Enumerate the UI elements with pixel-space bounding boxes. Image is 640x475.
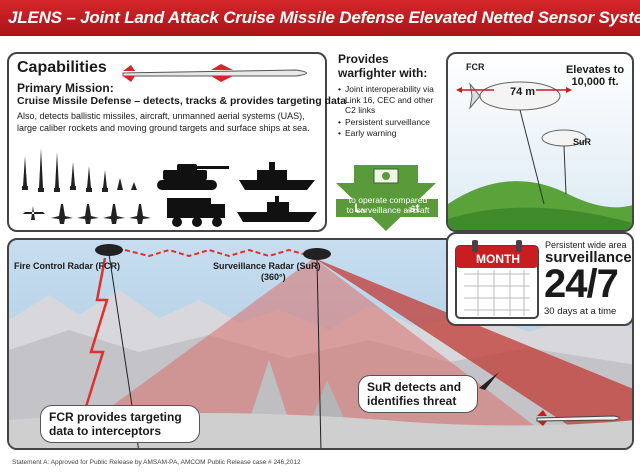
surveillance-card: MONTH Persistent wide area surveillance … (446, 232, 634, 326)
aerostat-illustration (448, 81, 632, 230)
days-text: 30 days at a time (544, 306, 617, 317)
aerostat-fcr-label: FCR (466, 62, 485, 72)
page-title: JLENS – Joint Land Attack Cruise Missile… (0, 0, 640, 36)
primary-mission-heading: Primary Mission: (17, 81, 114, 95)
threat-silhouettes (22, 148, 317, 227)
list-item: Joint interoperability via Link 16, CEC … (338, 84, 438, 116)
sur-label: Surveillance Radar (SuR) (213, 261, 321, 271)
release-statement: Statement A: Approved for Public Release… (12, 459, 301, 466)
calendar-icon (455, 240, 539, 319)
ship-icon (239, 162, 315, 190)
fcr-label: Fire Control Radar (FCR) (14, 261, 121, 271)
capabilities-description: Also, detects ballistic missiles, aircra… (17, 111, 310, 133)
cost-arrow-icon (336, 165, 436, 231)
aircraft-icons (23, 204, 151, 224)
list-item: Persistent surveillance (338, 117, 438, 128)
sur-aerostat-icon (303, 248, 331, 260)
persistent-text: Persistent wide area (545, 240, 627, 250)
list-item: Early warning (338, 128, 438, 139)
lower-cost-text: to operate compared to surveillance airc… (346, 195, 430, 215)
capabilities-heading: Capabilities (17, 59, 107, 76)
targeting-bolt-icon (83, 257, 109, 411)
tank-icon (157, 164, 229, 190)
fcr-aerostat-icon (95, 244, 123, 256)
fcr-callout: FCR provides targeting data to intercept… (40, 405, 200, 443)
availability-text: 24/7 (544, 262, 619, 306)
surveillance-text: surveillance (545, 249, 632, 266)
rocket-launcher-icon (167, 198, 225, 227)
elevation-text: Elevates to 10,000 ft. (565, 64, 625, 88)
provides-list: Joint interoperability via Link 16, CEC … (338, 84, 438, 140)
aerostat-sur-label: SuR (573, 137, 591, 147)
target-cruise-missile-icon (536, 410, 620, 426)
provides-heading: Provides warfighter with: (338, 52, 428, 80)
aerostat-length-label: 74 m (510, 86, 536, 98)
month-label: MONTH (476, 252, 520, 266)
sur-coverage-label: (360°) (261, 272, 286, 282)
capabilities-panel: Capabilities Primary Mission: Cruise Mis… (7, 52, 347, 232)
aerostat-panel (446, 52, 634, 232)
patrol-boat-icon (237, 196, 317, 222)
ballistic-missile-icons (22, 148, 137, 192)
sur-callout: SuR detects and identifies threat (358, 375, 478, 413)
cruise-missile-icon (122, 64, 307, 82)
primary-mission-text: Cruise Missile Defense – detects, tracks… (17, 95, 347, 107)
